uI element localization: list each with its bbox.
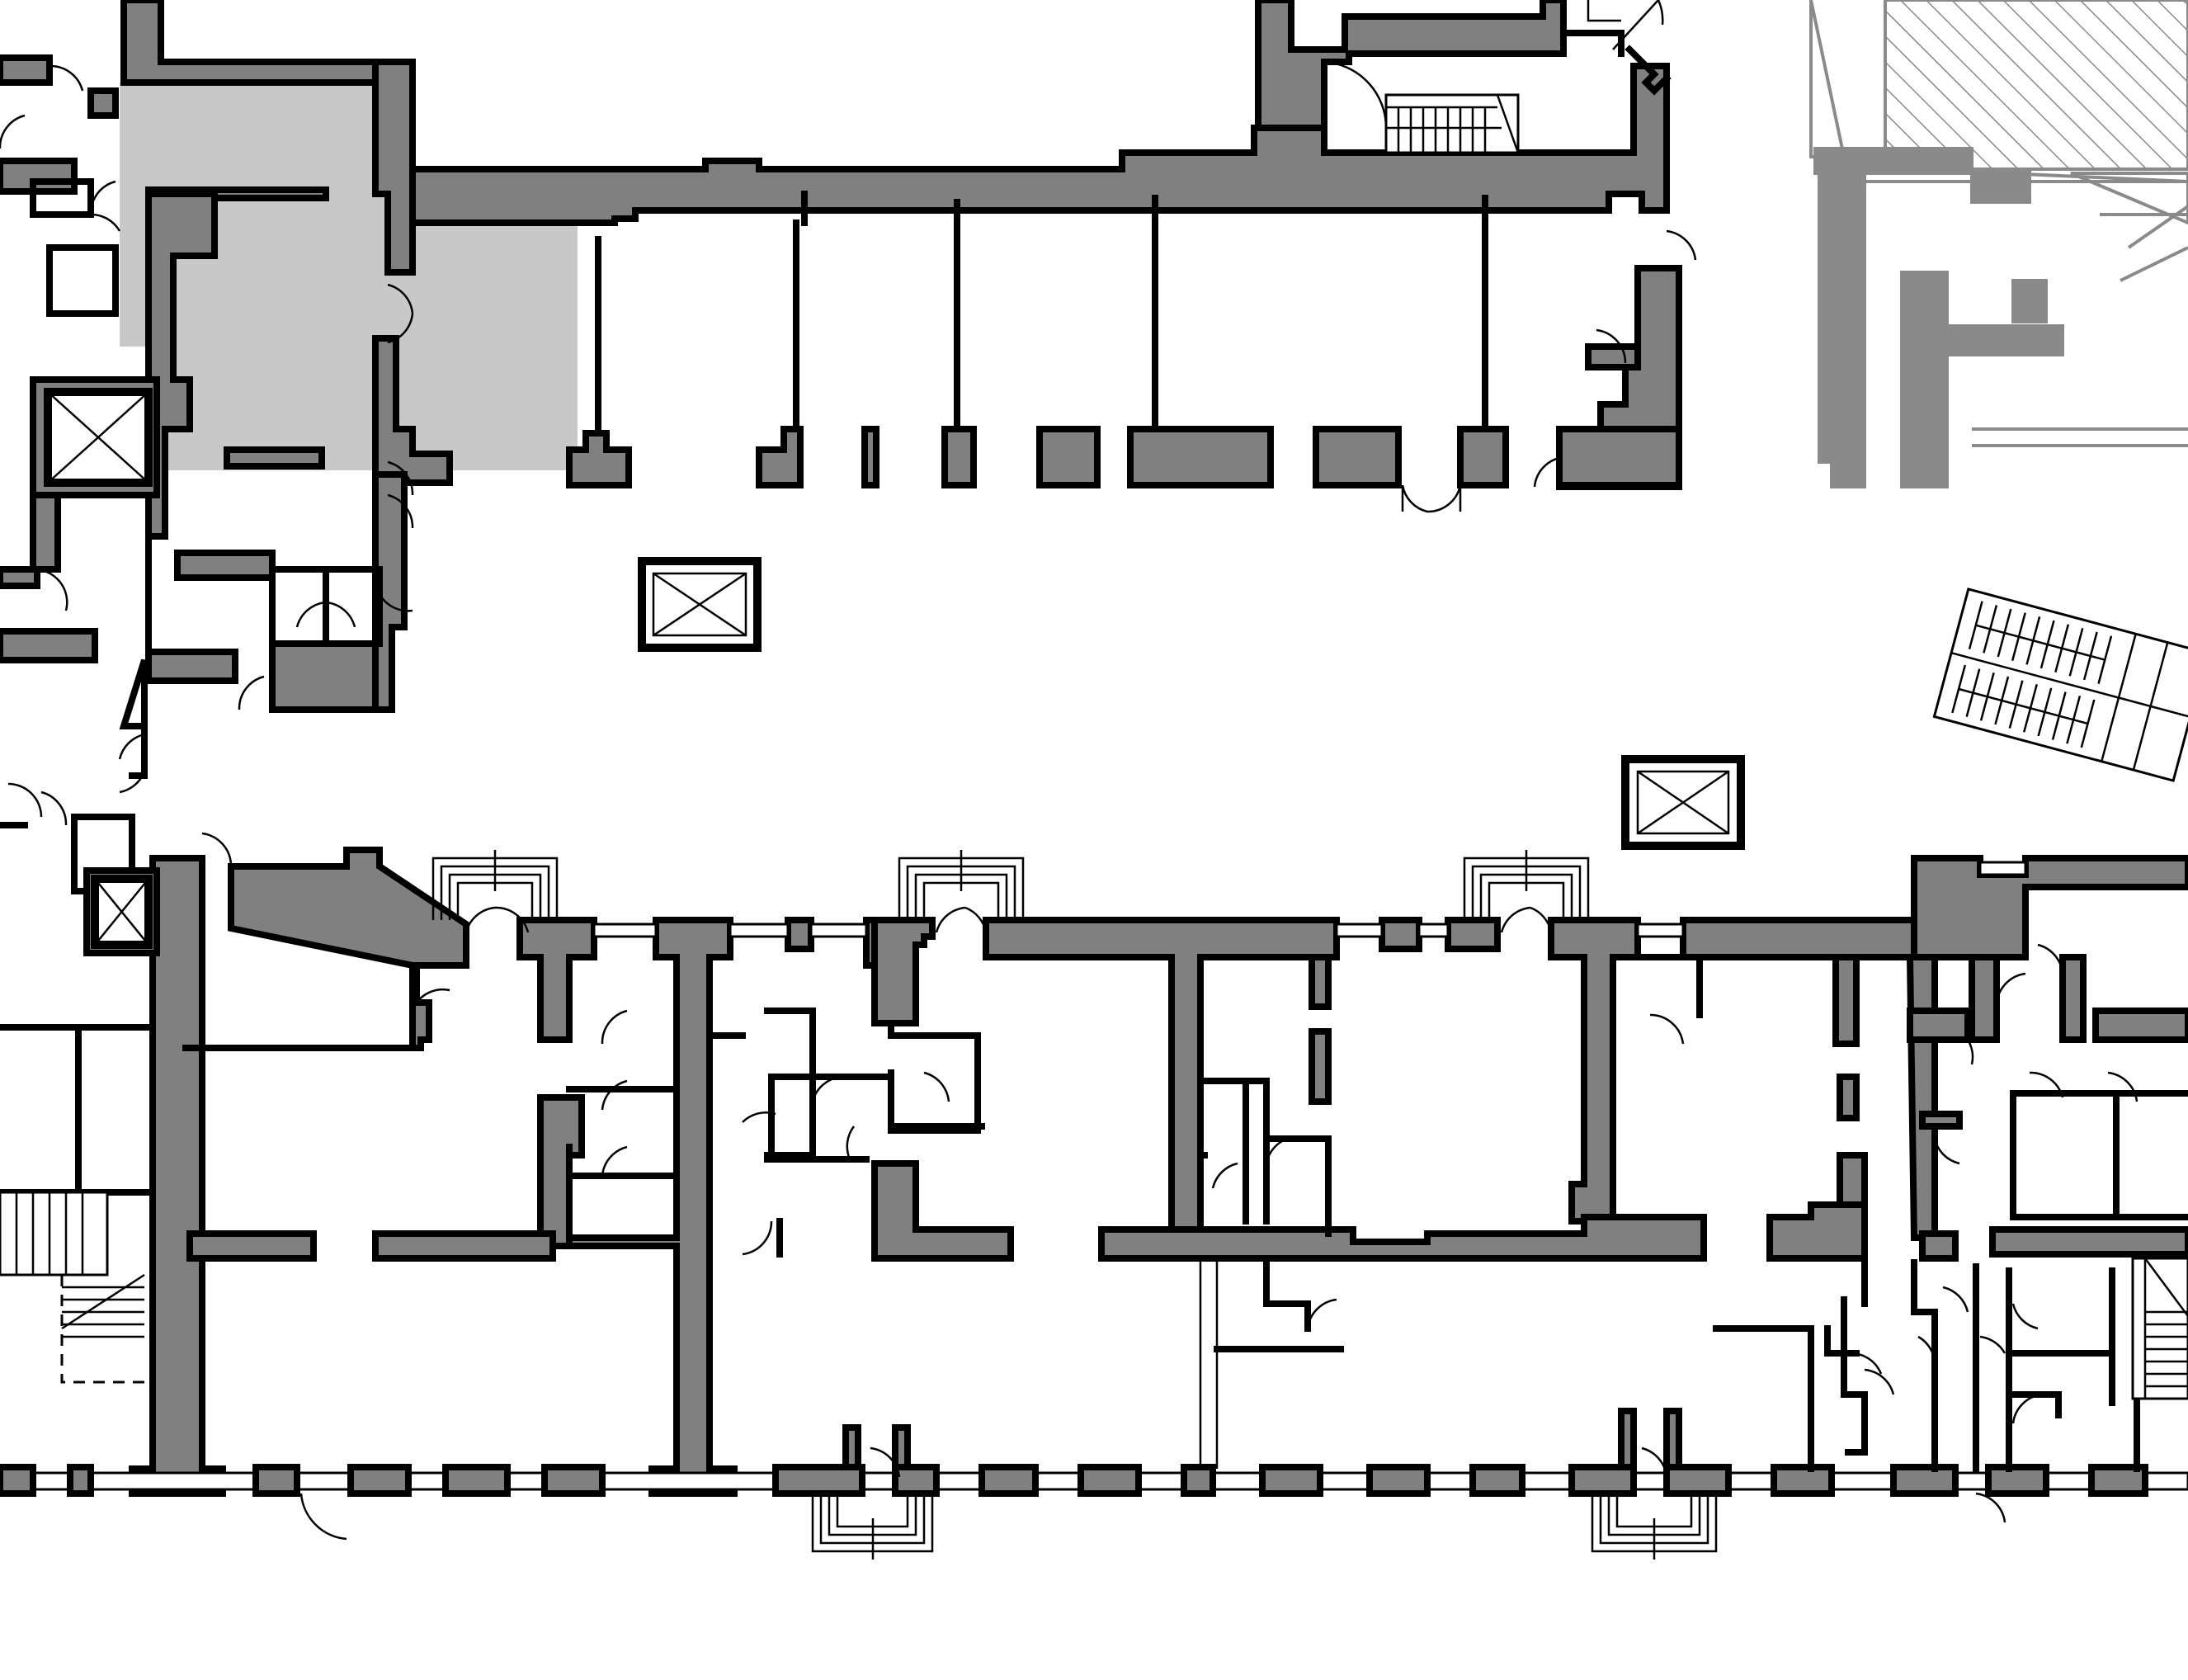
- left-cluster-upper: [0, 178, 160, 729]
- top-facade-windows: [592, 861, 2027, 938]
- corner-door-frame: [1560, 0, 1672, 96]
- stair-icon: [2131, 1257, 2188, 1400]
- highlighted-area: [120, 83, 578, 470]
- left-cluster-lower: [0, 723, 160, 956]
- upper-partitions: [595, 191, 1488, 437]
- stair-icon: [0, 1191, 145, 1384]
- lower-block-walls: [129, 847, 2188, 1497]
- elevator-icon: [1621, 755, 1745, 850]
- small-rooms-shaded: [269, 566, 383, 647]
- stair-icon: [1384, 93, 1520, 154]
- upper-piers: [566, 426, 1682, 488]
- neighbour-building: [1809, 0, 2188, 488]
- door-swing-icon: [0, 60, 2138, 1541]
- bottom-facade: [0, 1408, 2188, 1497]
- lower-partitions: [0, 954, 2188, 1472]
- entrance-steps: [431, 850, 1718, 1560]
- stair-icon: [1932, 588, 2188, 782]
- elevator-icon: [638, 557, 762, 652]
